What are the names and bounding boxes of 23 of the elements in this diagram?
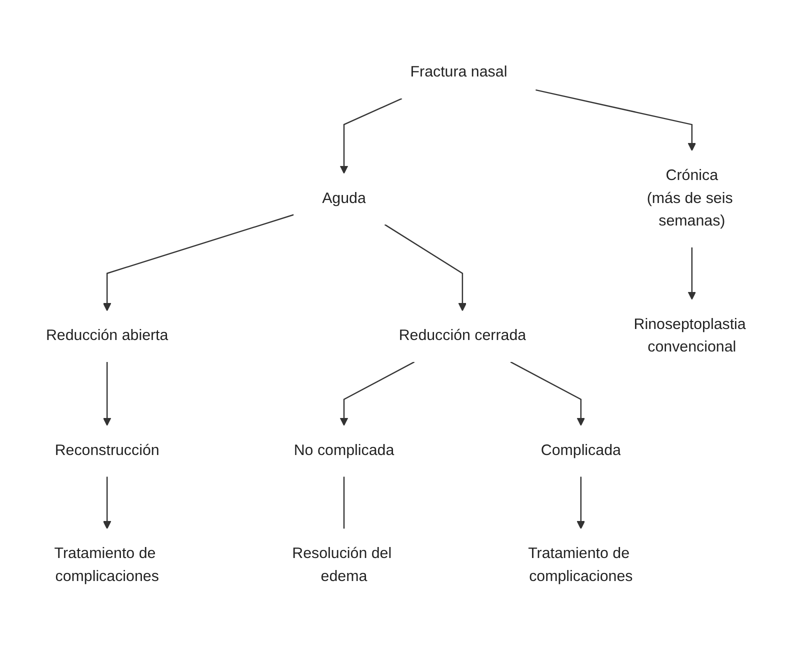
arrow (576, 476, 586, 530)
node-text: Crónica (más de seis semanas) (646, 168, 733, 230)
node-text: Tratamiento de complicaciones (54, 546, 159, 585)
node-text: Aguda (322, 190, 366, 207)
arrow (340, 361, 415, 426)
node-text: No complicada (294, 442, 394, 459)
node-text: Resolución del edema (292, 546, 392, 585)
node-text: Rinoseptoplastia convencional (634, 316, 746, 356)
arrow (340, 98, 402, 174)
arrow (535, 89, 696, 152)
node-text: Reconstrucción (54, 442, 160, 459)
arrow (102, 214, 294, 312)
node-text: Fractura nasal (410, 64, 508, 81)
arrow (102, 476, 112, 530)
node-text: Complicada (540, 442, 621, 459)
arrow (510, 361, 586, 426)
node-text: Reducción abierta (46, 328, 168, 344)
arrow (688, 247, 696, 300)
connector (343, 476, 345, 529)
node-text: Reducción cerrada (398, 328, 526, 344)
arrow (102, 362, 112, 426)
arrow (384, 224, 467, 312)
node-text: Tratamiento de complicaciones (528, 546, 633, 585)
